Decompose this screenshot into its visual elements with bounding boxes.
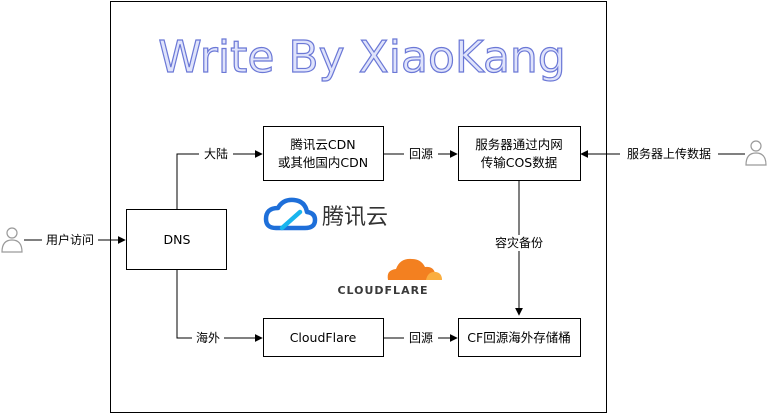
label-mainland: 大陆 <box>204 146 228 161</box>
node-cf-storage-label: CF回源海外存储桶 <box>467 330 570 345</box>
label-server-upload: 服务器上传数据 <box>627 146 711 161</box>
diagram-title: Write By XiaoKang <box>158 32 565 83</box>
node-dns-label: DNS <box>164 232 191 247</box>
tencent-logo-text: 腾讯云 <box>322 205 388 230</box>
user-left-icon <box>1 227 23 253</box>
cloudflare-logo: CLOUDFLARE <box>337 258 442 297</box>
node-server: 服务器通过内网 传输COS数据 <box>458 126 581 181</box>
tencent-cloud-icon <box>263 197 318 231</box>
edge-dns-to-tencent <box>176 150 263 209</box>
tencent-cloud-logo: 腾讯云 <box>263 197 388 231</box>
edge-labels: 用户访问 大陆 海外 回源 回源 容灾备份 服务器上传数据 <box>42 146 718 346</box>
node-cloudflare: CloudFlare <box>263 318 384 357</box>
label-user-access: 用户访问 <box>46 232 94 247</box>
edge-dns-to-cloudflare <box>176 269 263 342</box>
node-tencent-line2: 或其他国内CDN <box>278 155 368 170</box>
node-server-line2: 传输COS数据 <box>481 155 558 170</box>
user-right-icon <box>745 140 767 166</box>
label-origin-top: 回源 <box>409 147 433 161</box>
cloudflare-logo-text: CLOUDFLARE <box>337 284 428 297</box>
label-origin-bottom: 回源 <box>409 331 433 345</box>
cloudflare-cloud-icon <box>387 258 440 280</box>
node-tencent-line1: 腾讯云CDN <box>290 137 355 152</box>
node-dns: DNS <box>126 209 227 270</box>
node-tencent-cdn: 腾讯云CDN 或其他国内CDN <box>263 126 384 181</box>
node-cloudflare-label: CloudFlare <box>290 330 357 345</box>
node-cf-storage: CF回源海外存储桶 <box>458 318 581 357</box>
label-disaster-backup: 容灾备份 <box>495 235 543 250</box>
label-overseas: 海外 <box>196 330 220 345</box>
node-server-line1: 服务器通过内网 <box>475 137 563 152</box>
